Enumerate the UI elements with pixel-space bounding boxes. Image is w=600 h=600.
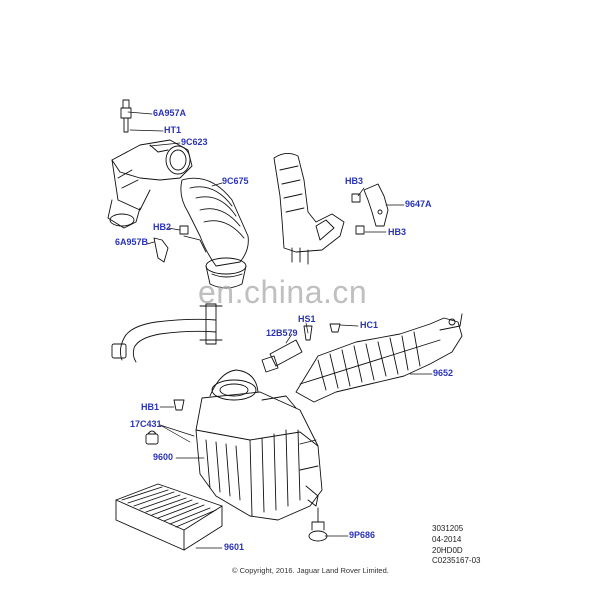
bracket-9647a	[351, 183, 389, 235]
clip-hb2	[153, 225, 207, 263]
callout-9c623: 9C623	[181, 137, 208, 147]
callout-6a957b: 6A957B	[115, 237, 149, 247]
sensor-12b579	[261, 323, 341, 373]
illustration-info: 3031205 04-2014 20HD0D C0235167-03	[432, 524, 480, 567]
leader-lines	[127, 111, 433, 549]
watermark-text: en.china.cn	[198, 274, 368, 310]
callout-9601: 9601	[224, 542, 245, 552]
callout-hb2: HB2	[153, 222, 172, 232]
grommet-9p686	[308, 507, 328, 542]
callout-hb3-bottom: HB3	[388, 227, 407, 237]
callout-9600: 9600	[153, 452, 174, 462]
intake-duct	[273, 153, 345, 265]
copyright-line: © Copyright, 2016. Jaguar Land Rover Lim…	[232, 566, 389, 575]
breather-pipe	[111, 303, 223, 363]
air-filter-9601	[115, 483, 223, 551]
callout-ht1: HT1	[164, 125, 182, 135]
throttle-body-9c623	[107, 139, 193, 229]
illustration-code: 3031205	[432, 524, 464, 533]
hose-9c675	[180, 177, 249, 289]
illustration-model: 20HD0D	[432, 545, 463, 555]
callout-9p686: 9P686	[349, 530, 376, 540]
air-cleaner-housing-9600	[195, 369, 323, 521]
callout-9c675: 9C675	[222, 176, 249, 186]
callout-hs1: HS1	[298, 314, 316, 324]
callout-6a957a: 6A957A	[153, 108, 187, 118]
callout-9652: 9652	[433, 368, 454, 378]
callout-hc1: HC1	[360, 320, 379, 330]
mount-17c431	[145, 399, 185, 445]
callout-17c431: 17C431	[130, 419, 162, 429]
sensor-6a957a	[120, 99, 132, 133]
callout-9647a: 9647A	[405, 199, 432, 209]
callout-hb3-top: HB3	[345, 176, 364, 186]
inlet-duct-9652	[295, 313, 463, 403]
callout-hb1: HB1	[141, 402, 160, 412]
illustration-date: 04-2014	[432, 534, 462, 544]
illustration-ref: C0235167-03	[432, 556, 481, 566]
callout-12b579: 12B579	[266, 328, 298, 338]
